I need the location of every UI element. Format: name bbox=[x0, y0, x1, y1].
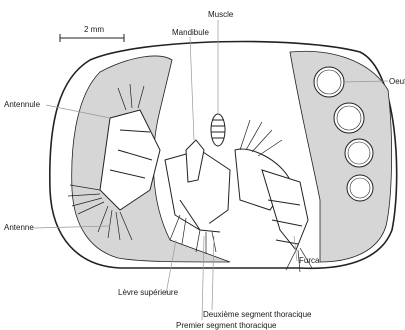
label-scale-bar: 2 mm bbox=[84, 26, 104, 34]
label-premier-segment: Premier segment thoracique bbox=[176, 322, 277, 330]
label-deuxieme-segment: Deuxième segment thoracique bbox=[203, 311, 312, 319]
egg-3 bbox=[345, 139, 373, 167]
label-furca: Furca bbox=[299, 257, 319, 265]
egg-1 bbox=[314, 67, 344, 97]
muscle-shape bbox=[211, 114, 225, 146]
egg-2 bbox=[334, 103, 364, 133]
label-mandibule: Mandibule bbox=[172, 29, 209, 37]
label-antennule: Antennule bbox=[4, 101, 40, 109]
scale-bar bbox=[60, 34, 124, 42]
label-levre-superieure: Lèvre supérieure bbox=[118, 289, 178, 297]
label-oeuf: Oeuf bbox=[389, 78, 405, 86]
label-antenne: Antenne bbox=[4, 224, 34, 232]
egg-4 bbox=[347, 175, 373, 201]
label-muscle: Muscle bbox=[208, 11, 233, 19]
